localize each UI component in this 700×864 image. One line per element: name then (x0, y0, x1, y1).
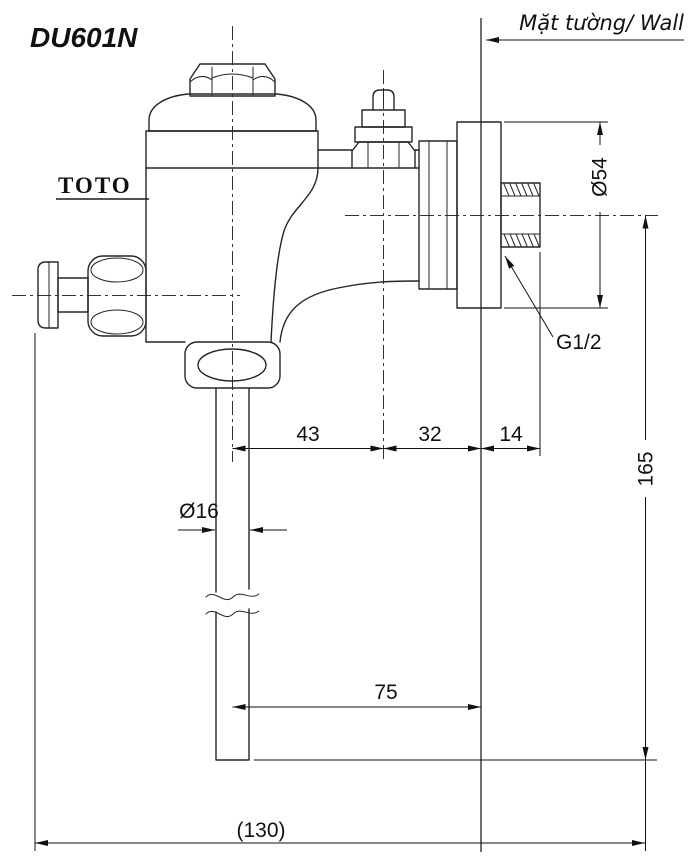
union-nut-facets (428, 140, 448, 290)
vacuum-breaker-nut-facets (367, 142, 400, 168)
model-number: DU601N (30, 22, 138, 53)
handle-nut-upper-bulge (90, 257, 144, 283)
outlet-pipe (215, 387, 250, 761)
outlet-elbow-underside (279, 280, 420, 343)
valve-body-right-edge (270, 167, 319, 343)
flush-valve (37, 63, 541, 761)
dim-label-14: 14 (499, 423, 523, 446)
dim-label-pipe-diameter: Ø16 (179, 500, 219, 523)
dim-label-32: 32 (418, 423, 441, 446)
threaded-connector (500, 182, 541, 248)
top-hex-nut-facets (189, 66, 276, 97)
dim-label-thread-size: G1/2 (556, 331, 602, 354)
dimension-lines (34, 37, 684, 851)
wall-label: Mặt tường/ Wall (519, 11, 684, 35)
outlet-nut (184, 341, 281, 389)
dim-label-165: 165 (635, 451, 658, 486)
outlet-nut-facet (197, 348, 267, 382)
thread-label-leader (504, 255, 554, 338)
push-button-cap (37, 261, 59, 329)
dim-label-43: 43 (296, 423, 319, 446)
dim-label-130: (130) (236, 819, 285, 842)
pipe-break-symbol (205, 593, 260, 618)
thread-hatching (503, 183, 540, 247)
handle-nut-lower-bulge (90, 309, 144, 335)
brand-logo: TOTO (58, 173, 132, 198)
bonnet-dome (148, 93, 317, 132)
dim-label-flange-diameter: Ø54 (589, 157, 612, 197)
top-hex-nut (189, 63, 276, 97)
handle-nut (87, 255, 147, 337)
text-labels: DU601N Mặt tường/ Wall TOTO 43 32 14 Ø54… (30, 11, 684, 842)
vacuum-breaker-nut (351, 141, 416, 168)
centerlines (12, 26, 658, 462)
dim-label-75: 75 (374, 681, 397, 704)
